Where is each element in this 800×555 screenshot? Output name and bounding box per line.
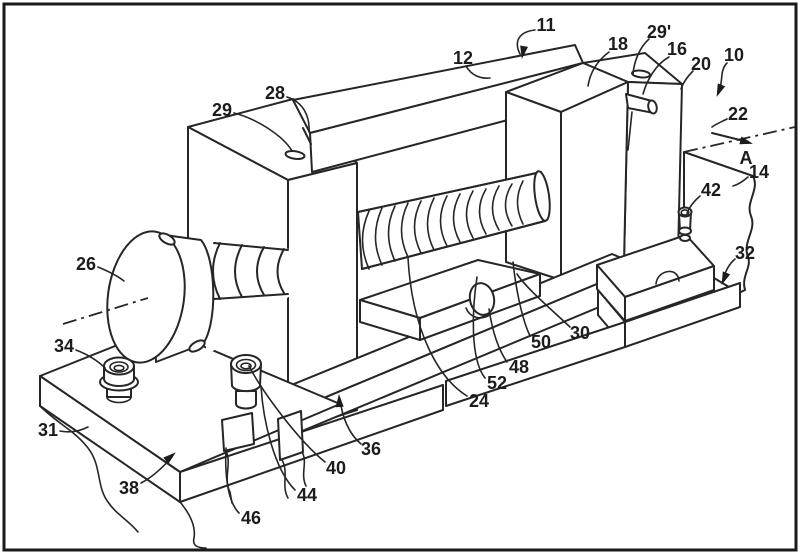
right-block-18 [505, 62, 633, 281]
leader-line-52 [472, 276, 486, 379]
leader-line-20 [680, 70, 694, 90]
leader-line-12 [465, 65, 491, 79]
ref-label-12: 12 [453, 48, 473, 68]
ref-label-38: 38 [119, 478, 139, 498]
shaft-rings [206, 240, 290, 356]
leader-line-29' [632, 38, 650, 75]
leader-line-46 [224, 447, 240, 514]
bolt-40 [230, 354, 262, 410]
ref-label-10: 10 [724, 45, 744, 65]
leader-arrowhead [716, 83, 726, 97]
leader-line-40 [248, 365, 326, 463]
ref-label-29': 29' [647, 22, 671, 42]
ref-label-36: 36 [361, 439, 381, 459]
mount-feet [221, 410, 307, 504]
ref-label-26: 26 [76, 254, 96, 274]
screw-threads [361, 180, 524, 270]
knob-hole-top [158, 232, 176, 246]
ref-label-18: 18 [608, 34, 628, 54]
ref-label-22: 22 [728, 104, 748, 124]
ref-label-50: 50 [531, 332, 551, 352]
break-line-right [179, 501, 207, 549]
leader-line-28 [286, 96, 310, 133]
break-line-left [39, 405, 139, 533]
ref-label-44: 44 [297, 485, 317, 505]
handwheel-knob-26 [106, 230, 215, 364]
leader-line-14 [732, 176, 749, 187]
ref-label-40: 40 [326, 458, 346, 478]
pin-end-cap [647, 99, 658, 115]
leader-line-48 [488, 308, 508, 363]
ref-label-30: 30 [570, 323, 590, 343]
ball-seat-50 [465, 307, 492, 319]
carriage-30 [359, 259, 541, 341]
bolt-hole-29 [284, 150, 306, 160]
leader-line-50 [512, 261, 531, 337]
ref-label-16: 16 [667, 39, 687, 59]
ref-label-29: 29 [212, 100, 232, 120]
leader-arrowhead [520, 45, 529, 59]
leader-line-11 [516, 29, 536, 55]
leader-line-44 [260, 385, 296, 491]
axis-centerline [62, 297, 149, 325]
ref-label-32: 32 [735, 243, 755, 263]
leader-line-30 [516, 273, 571, 328]
leader-line-18 [587, 51, 610, 87]
bar-notch-line [302, 127, 312, 145]
leader-line-26 [97, 266, 125, 282]
leader-line-22 [711, 118, 728, 128]
leader-line-29 [233, 112, 293, 152]
ref-label-34: 34 [54, 336, 74, 356]
leader-line-31 [59, 426, 89, 433]
ref-label-28: 28 [265, 83, 285, 103]
pin-16 [625, 93, 658, 115]
ref-label-42: 42 [701, 180, 721, 200]
ref-label-46: 46 [241, 508, 261, 528]
knob-face [106, 230, 186, 364]
bolt-hole-29-prime [631, 69, 651, 79]
ref-label-11: 11 [536, 15, 555, 35]
leader-arrowhead [163, 452, 176, 464]
bolt-42 [677, 206, 693, 242]
leader-lines [59, 29, 749, 514]
knob-hole-bottom [188, 339, 206, 353]
arch-cutout [655, 270, 680, 285]
direction-marker-A: A [740, 148, 753, 168]
leader-arrowhead [721, 271, 731, 285]
leader-arrowheads [163, 45, 753, 464]
leader-line-34 [75, 349, 106, 369]
ref-label-48: 48 [509, 357, 529, 377]
leader-arrowhead [335, 394, 344, 408]
leader-arrowhead [739, 136, 753, 145]
ref-label-20: 20 [691, 54, 711, 74]
ref-label-24: 24 [469, 391, 489, 411]
right-base-stack [596, 234, 741, 348]
ref-label-14: 14 [749, 162, 769, 182]
leader-line-42 [686, 195, 701, 214]
leader-line-16 [642, 56, 670, 95]
screw-end-cap [533, 170, 551, 222]
ref-label-52: 52 [487, 373, 507, 393]
lead-screw-24 [357, 170, 551, 270]
ref-label-31: 31 [38, 420, 58, 440]
leader-line-24 [407, 257, 468, 397]
reference-numerals: 10 11 12 14 16 18 20 22 24 26 28 29 29' 30 31 32 34 36 38 4… [38, 15, 769, 528]
